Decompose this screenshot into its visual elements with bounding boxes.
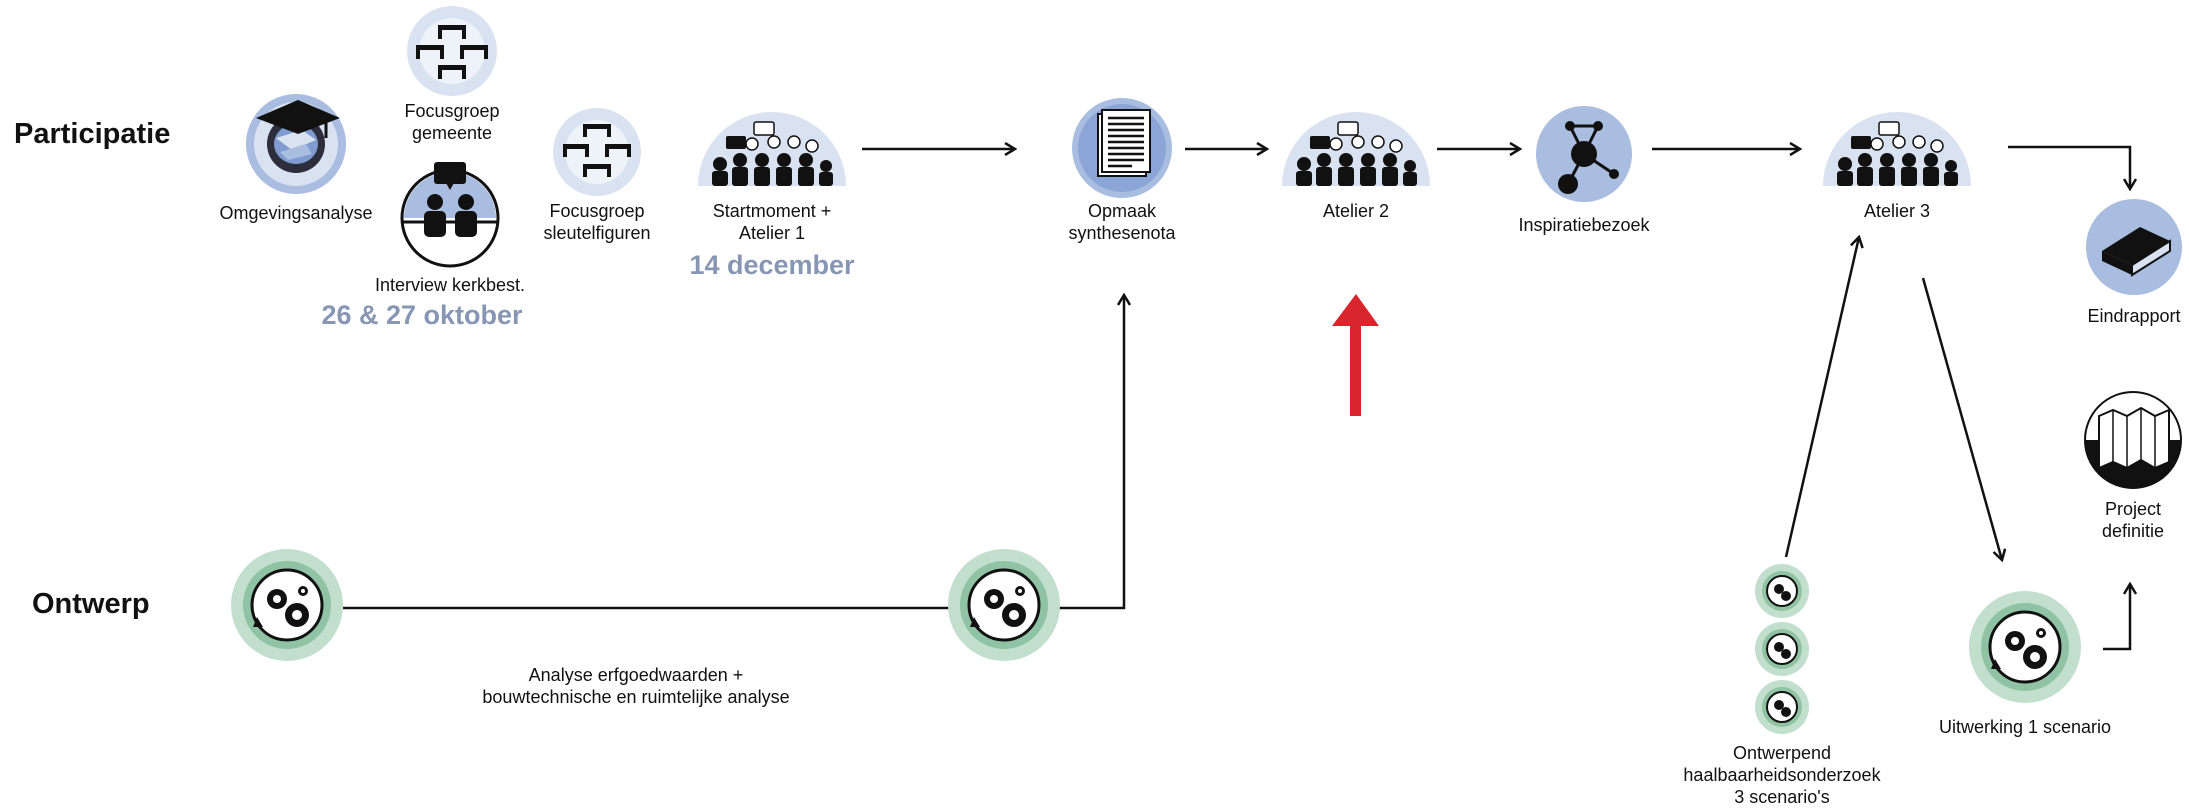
focusgroep-sleutelfiguren-icon — [553, 108, 641, 196]
connectors — [343, 145, 2130, 651]
label-analyse-line2: bouwtechnische en ruimtelijke analyse — [482, 687, 790, 707]
omgevingsanalyse-icon — [246, 94, 346, 194]
lane-label-ontwerp: Ontwerp — [32, 588, 150, 620]
project-definitie-icon — [2084, 391, 2182, 489]
eindrapport-icon — [2086, 199, 2182, 295]
label-omgevingsanalyse: Omgevingsanalyse — [219, 203, 373, 223]
focusgroep-gemeente-icon — [407, 6, 497, 96]
label-interview: Interview kerkbest. — [374, 275, 526, 295]
label-atelier3: Atelier 3 — [1863, 201, 1931, 221]
label-eindrapport: Eindrapport — [2087, 306, 2181, 326]
label-analyse: Analyse erfgoedwaarden + bouwtechnische … — [482, 664, 789, 708]
atelier2-icon — [1282, 112, 1430, 186]
label-opmaak-line2: synthesenota — [1068, 223, 1176, 243]
arrow-ontwerpend-to-atelier3 — [1784, 237, 1859, 558]
arrow-analyse-to-opmaak — [1057, 295, 1124, 610]
label-startmoment-line1: Startmoment + — [712, 201, 832, 221]
label-focusgroep-gemeente-line1: Focusgroep — [404, 101, 500, 121]
gear-icon-analyse-end — [948, 549, 1060, 661]
label-opmaak-line1: Opmaak — [1087, 201, 1157, 221]
gear-icon-analyse-start — [231, 549, 343, 661]
gear-icon-scenario-2 — [1755, 622, 1809, 676]
label-project-line2: definitie — [2101, 521, 2165, 541]
lane-label-participatie: Participatie — [14, 118, 171, 150]
label-focusgroep-sleutelfiguren: Focusgroep sleutelfiguren — [543, 200, 650, 244]
label-focusgroep-gemeente: Focusgroep gemeente — [404, 100, 499, 144]
label-project-definitie: Project definitie — [2102, 498, 2164, 542]
label-uitwerking: Uitwerking 1 scenario — [1938, 717, 2112, 737]
inspiratiebezoek-icon — [1536, 106, 1632, 202]
label-ontwerpend: Ontwerpend haalbaarheidsonderzoek 3 scen… — [1683, 742, 1880, 808]
label-focusgroep-sleutel-line1: Focusgroep — [549, 201, 645, 221]
date-oktober: 26 & 27 oktober — [321, 300, 523, 330]
arrow-atelier3-to-eindrapport — [2008, 145, 2130, 189]
label-inspiratiebezoek: Inspiratiebezoek — [1518, 215, 1650, 235]
opmaak-synthesenota-icon — [1072, 98, 1172, 198]
atelier3-icon — [1823, 112, 1971, 186]
label-atelier2: Atelier 2 — [1322, 201, 1390, 221]
date-december: 14 december — [689, 250, 855, 280]
atelier1-icon — [698, 112, 846, 186]
gear-icon-uitwerking — [1969, 591, 2081, 703]
label-focusgroep-gemeente-line2: gemeente — [411, 123, 493, 143]
current-position-arrow — [1332, 294, 1379, 416]
label-analyse-line1: Analyse erfgoedwaarden + — [528, 665, 744, 685]
gear-icon-scenario-1 — [1755, 564, 1809, 618]
interview-icon — [400, 162, 500, 268]
label-focusgroep-sleutel-line2: sleutelfiguren — [543, 223, 651, 243]
label-ontwerpend-line1: Ontwerpend — [1732, 743, 1832, 763]
label-ontwerpend-line3: 3 scenario's — [1734, 787, 1830, 807]
label-startmoment-line2: Atelier 1 — [738, 223, 806, 243]
label-startmoment: Startmoment + Atelier 1 — [713, 200, 832, 244]
label-ontwerpend-line2: haalbaarheidsonderzoek — [1683, 765, 1881, 785]
arrow-atelier3-to-uitwerking — [1921, 277, 2002, 560]
arrow-uitwerking-to-project — [2103, 584, 2130, 651]
label-project-line1: Project — [2104, 499, 2162, 519]
gear-icon-scenario-3 — [1755, 680, 1809, 734]
label-opmaak-synthesenota: Opmaak synthesenota — [1068, 200, 1175, 244]
